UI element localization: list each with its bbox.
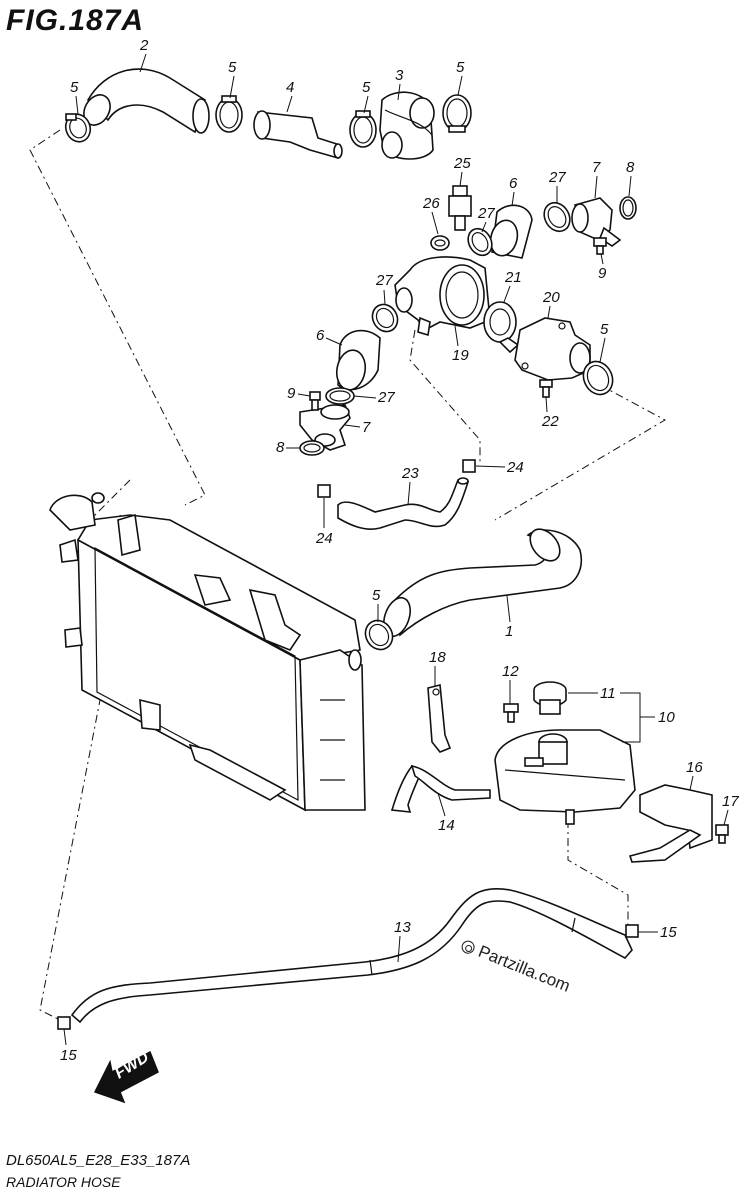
callout-9-a: 9	[598, 265, 607, 282]
hose-6-lower[interactable]	[334, 329, 381, 393]
clamp-5-d[interactable]	[442, 94, 472, 133]
callout-21: 21	[504, 269, 522, 286]
callout-27-b: 27	[548, 169, 566, 186]
callout-5-f: 5	[372, 587, 381, 604]
callout-23: 23	[401, 465, 419, 482]
callout-8-a: 8	[626, 159, 635, 176]
bolt-12[interactable]	[503, 703, 519, 723]
oring-8-upper[interactable]	[619, 196, 637, 220]
callout-27-d: 27	[377, 389, 395, 406]
callout-20: 20	[542, 289, 560, 306]
callout-13: 13	[394, 919, 411, 936]
bracket-16[interactable]	[628, 784, 713, 863]
callout-11: 11	[600, 685, 616, 702]
callout-15-a: 15	[660, 924, 677, 941]
clamp-5-b[interactable]	[215, 95, 243, 133]
clamp-24-a[interactable]	[462, 459, 476, 473]
pipe-4[interactable]	[253, 110, 343, 160]
oring-8-lower[interactable]	[299, 440, 325, 456]
sensor-25[interactable]	[448, 185, 472, 231]
callout-5-b: 5	[228, 59, 237, 76]
callout-19: 19	[452, 347, 469, 364]
callout-26: 26	[422, 195, 440, 212]
fwd-arrow	[93, 1050, 159, 1104]
callout-18: 18	[429, 649, 446, 666]
clamp-27-d[interactable]	[325, 387, 355, 405]
hose-13[interactable]	[70, 888, 633, 1024]
callout-15-b: 15	[60, 1047, 77, 1064]
hose-23[interactable]	[337, 477, 470, 530]
callout-5-a: 5	[70, 79, 79, 96]
callout-2: 2	[139, 37, 149, 54]
callout-5-c: 5	[362, 79, 371, 96]
callout-24-a: 24	[506, 459, 524, 476]
callout-24-b: 24	[315, 530, 333, 547]
callout-labels: 2 5 5 4 5 3 5 25 26 27 6 27 7 8	[60, 37, 739, 1064]
cap-11[interactable]	[533, 681, 567, 715]
bolt-22[interactable]	[539, 379, 553, 398]
callout-14: 14	[438, 817, 455, 834]
clamp-5-e[interactable]	[578, 357, 618, 400]
thermostat-21[interactable]	[483, 301, 520, 354]
callout-25: 25	[453, 155, 471, 172]
thermostat-cover-20[interactable]	[514, 317, 591, 381]
watermark-logo-icon	[459, 938, 477, 956]
reservoir-tank-10[interactable]	[494, 729, 636, 825]
callout-7-a: 7	[592, 159, 601, 176]
callout-22: 22	[541, 413, 559, 430]
clamp-5-c[interactable]	[349, 110, 377, 148]
callout-4: 4	[286, 79, 294, 96]
clamp-27-b[interactable]	[539, 198, 575, 236]
clamp-27-c[interactable]	[368, 300, 403, 336]
callout-6-a: 6	[509, 175, 518, 192]
hose-3[interactable]	[379, 91, 435, 160]
bolt-9-upper[interactable]	[593, 237, 607, 255]
fitting-7-upper[interactable]	[571, 197, 622, 247]
bolt-17[interactable]	[715, 824, 729, 844]
hose-1[interactable]	[379, 523, 582, 639]
callout-1: 1	[505, 623, 513, 640]
clamp-15-b[interactable]	[57, 1016, 71, 1030]
clamp-15-a[interactable]	[625, 924, 639, 938]
hose-2[interactable]	[79, 68, 210, 134]
bracket-18[interactable]	[427, 683, 452, 753]
clamp-5-f[interactable]	[360, 616, 398, 655]
callout-7-b: 7	[362, 419, 371, 436]
callout-5-e: 5	[600, 321, 609, 338]
figure-name: RADIATOR HOSE	[6, 1174, 121, 1190]
callout-10: 10	[658, 709, 675, 726]
callout-5-d: 5	[456, 59, 465, 76]
clamp-27-a[interactable]	[463, 224, 496, 259]
callout-3: 3	[395, 67, 404, 84]
callout-12: 12	[502, 663, 519, 680]
callout-6-b: 6	[316, 327, 325, 344]
callout-27-a: 27	[477, 205, 495, 222]
callout-27-c: 27	[375, 272, 393, 289]
callout-9-b: 9	[287, 385, 296, 402]
hose-6-upper[interactable]	[487, 204, 533, 259]
washer-26[interactable]	[430, 235, 450, 251]
clamp-24-b[interactable]	[317, 484, 331, 498]
thermostat-housing-19[interactable]	[394, 256, 491, 337]
hose-14[interactable]	[390, 764, 491, 813]
callout-17: 17	[722, 793, 739, 810]
clamp-5-a[interactable]	[62, 111, 94, 146]
figure-title: FIG.187A	[6, 4, 145, 37]
callout-16: 16	[686, 759, 703, 776]
figure-code: DL650AL5_E28_E33_187A	[6, 1152, 191, 1169]
callout-8-b: 8	[276, 439, 285, 456]
radiator[interactable]	[49, 492, 366, 812]
fitting-7-lower[interactable]	[299, 404, 351, 451]
bolt-9-lower[interactable]	[309, 391, 321, 411]
